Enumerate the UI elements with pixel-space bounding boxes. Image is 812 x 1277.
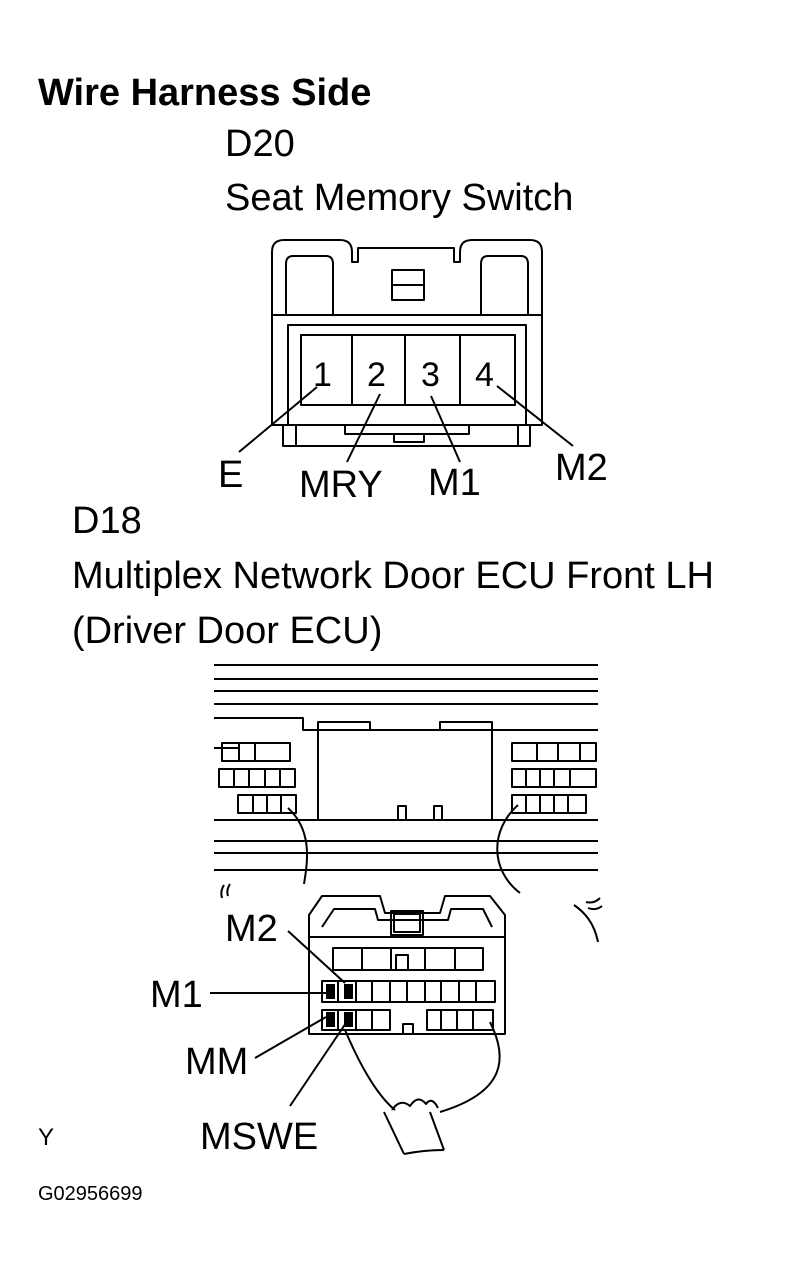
wire-color-label: Y [38,1124,55,1151]
d20-connector-name: Seat Memory Switch [225,177,574,219]
wire-harness-tail [345,1022,500,1154]
d18-connector-code: D18 [72,500,142,542]
d18-leader-lines [210,931,348,1106]
d20-pin-2: 2 [367,356,386,394]
d18-highlighted-pins [326,984,353,1027]
d18-label-mswe: MSWE [200,1116,319,1158]
d20-connector-code: D20 [225,123,295,165]
d18-connector-subname: (Driver Door ECU) [72,610,383,652]
d20-label-mry: MRY [299,464,383,506]
d20-label-m2: M2 [555,447,608,489]
d18-label-m1: M1 [150,974,203,1016]
d18-label-m2: M2 [225,908,278,950]
ecu-housing-drawing [214,665,602,942]
d20-label-m1: M1 [428,462,481,504]
d18-connector-name: Multiplex Network Door ECU Front LH [72,555,714,597]
d20-pin-3: 3 [421,356,440,394]
d20-pin-1: 1 [313,356,332,394]
figure-id: G02956699 [38,1183,143,1205]
page-title: Wire Harness Side [38,72,372,114]
d20-label-e: E [218,454,244,496]
d18-connector-drawing [309,896,505,1034]
d20-connector-drawing [239,240,573,462]
d18-label-mm: MM [185,1041,249,1083]
d20-pin-4: 4 [475,356,494,394]
